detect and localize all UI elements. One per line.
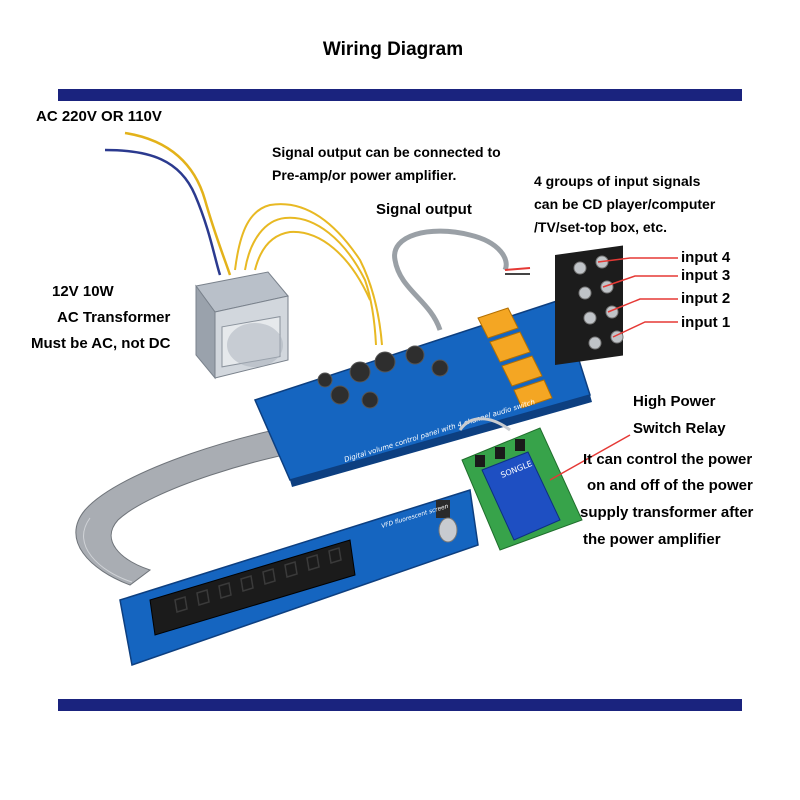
power-input-label: AC 220V OR 110V — [36, 108, 162, 125]
input-switch-relays — [477, 307, 553, 409]
relay-desc-line1: It can control the power — [583, 451, 753, 468]
inputs-note-line1: 4 groups of input signals — [534, 173, 701, 189]
signal-output-cable — [392, 228, 531, 331]
inputs-note-line2: can be CD player/computer — [534, 196, 716, 212]
relay-desc-line4: the power amplifier — [583, 531, 721, 548]
volume-knob — [436, 500, 458, 543]
input2-label: input 2 — [681, 290, 731, 307]
relay-desc-line3: supply transformer after — [580, 504, 754, 521]
rca-input-jacks — [555, 245, 624, 365]
input-pointer-lines — [597, 257, 678, 338]
top-divider-bar — [58, 89, 742, 101]
signal-note-line2: Pre-amp/or power amplifier. — [272, 167, 457, 183]
signal-output-label: Signal output — [376, 201, 472, 218]
relay-pointer-line — [549, 434, 631, 481]
input3-label: input 3 — [681, 267, 731, 284]
inputs-note-line3: /TV/set-top box, etc. — [534, 219, 668, 235]
bottom-divider-bar — [58, 699, 742, 711]
relay-desc-line2: on and off of the power — [587, 477, 753, 494]
relay-label-line2: Switch Relay — [633, 420, 726, 437]
signal-note-line1: Signal output can be connected to — [272, 144, 501, 160]
ac-power-wires — [104, 131, 232, 276]
input1-label: input 1 — [681, 314, 731, 331]
input4-label: input 4 — [681, 249, 731, 266]
relay-control-wire — [458, 417, 511, 432]
main-control-board: Digital volume control panel with 4 chan… — [253, 245, 624, 487]
relay-module: SONGLE — [461, 427, 583, 551]
relay-label-line1: High Power — [633, 393, 716, 410]
transformer-label-line1: 12V 10W — [52, 283, 114, 300]
transformer-label-line3: Must be AC, not DC — [31, 335, 171, 352]
transformer-label-line2: AC Transformer — [57, 309, 171, 326]
transformer — [195, 271, 289, 380]
display-board: VFD fluorescent screen — [119, 489, 479, 666]
page-title: Wiring Diagram — [322, 39, 464, 60]
transformer-leads — [234, 203, 383, 346]
